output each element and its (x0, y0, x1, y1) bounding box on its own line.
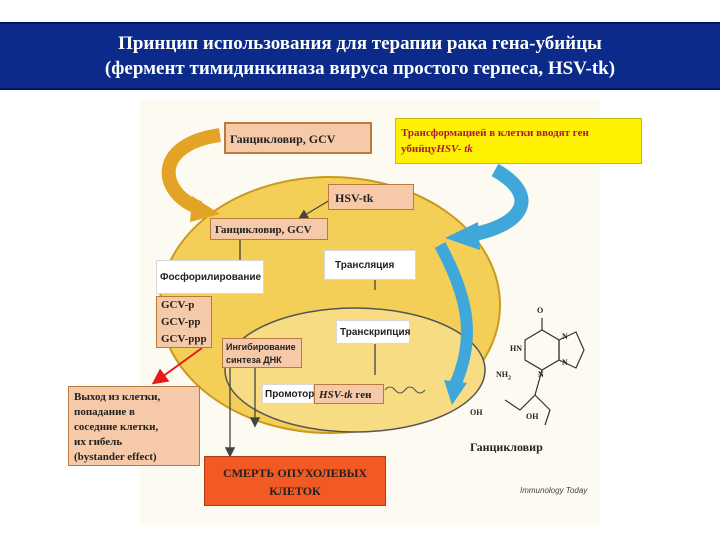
atom-n3: N (538, 370, 544, 379)
phosphorylation-label: Фосфорилирование (156, 260, 264, 294)
title-bar: Принцип использования для терапии рака г… (0, 22, 720, 90)
diagram-figure: Ганцикловир, GCV Трансформацией в клетки… (68, 100, 642, 525)
hsv-tk-box: HSV-tk (328, 184, 414, 210)
bystander-box: Выход из клетки, попадание в соседние кл… (68, 386, 200, 466)
translation-label: Трансляция (324, 250, 416, 280)
gcv-p-label: GCV-p (161, 299, 195, 311)
ganciclovir-structure (504, 318, 585, 426)
transform-line-2: убийцу (401, 143, 437, 155)
gcv-inside-box: Ганцикловир, GCV (210, 218, 328, 240)
inhibition-box: Ингибирование синтеза ДНК (222, 338, 302, 368)
bystander-line-2: попадание в (74, 406, 135, 418)
gene-down-arrow (434, 242, 473, 388)
bystander-line-4: их гибель (74, 436, 123, 448)
gcv-pp-label: GCV-pp (161, 316, 201, 328)
transcription-label: Транскрипция (336, 320, 410, 344)
gene-transfer-arrow (468, 163, 529, 242)
promoter-label: Промотор (262, 384, 314, 404)
title-line-2: (фермент тимидинкиназа вируса простого г… (104, 58, 616, 79)
gene-word: ген (355, 389, 372, 401)
gcv-ppp-label: GCV-ppp (161, 333, 207, 345)
atom-nh2: NH2 (496, 370, 511, 382)
title-line-1: Принцип использования для терапии рака г… (118, 33, 602, 54)
molecule-name: Ганцикловир (470, 440, 543, 454)
inhibition-line-2: синтеза ДНК (226, 355, 282, 365)
death-line-1: СМЕРТЬ ОПУХОЛЕВЫХ (222, 466, 368, 480)
gene-box: HSV-tk ген (314, 384, 384, 404)
inhibition-line-1: Ингибирование (226, 342, 296, 352)
death-box: СМЕРТЬ ОПУХОЛЕВЫХ КЛЕТОК (204, 456, 386, 506)
bystander-line-5: (bystander effect) (74, 451, 157, 463)
bystander-line-1: Выход из клетки, (74, 391, 161, 403)
gcv-outside-box: Ганцикловир, GCV (224, 122, 372, 154)
atom-hn: HN (510, 344, 522, 353)
transform-gene: HSV- tk (436, 143, 473, 155)
atom-n2: N (562, 358, 568, 367)
transform-line-1: Трансформацией в клетки вводят ген (401, 127, 589, 139)
atom-o: O (537, 306, 544, 315)
gcv-outside-label: Ганцикловир, GCV (230, 132, 336, 146)
atom-n1: N (562, 332, 568, 341)
gene-name: HSV-tk (319, 389, 353, 401)
gcv-entry-arrow (161, 128, 222, 215)
transform-box: Трансформацией в клетки вводят ген убийц… (395, 118, 642, 164)
death-line-2: КЛЕТОК (269, 484, 321, 498)
bystander-line-3: соседние клетки, (74, 421, 159, 433)
credit-label: Immunology Today (520, 486, 588, 495)
atom-oh-2: OH (526, 412, 539, 421)
atom-oh-1: OH (470, 408, 483, 417)
phosphate-box: GCV-p GCV-pp GCV-ppp (156, 296, 212, 348)
